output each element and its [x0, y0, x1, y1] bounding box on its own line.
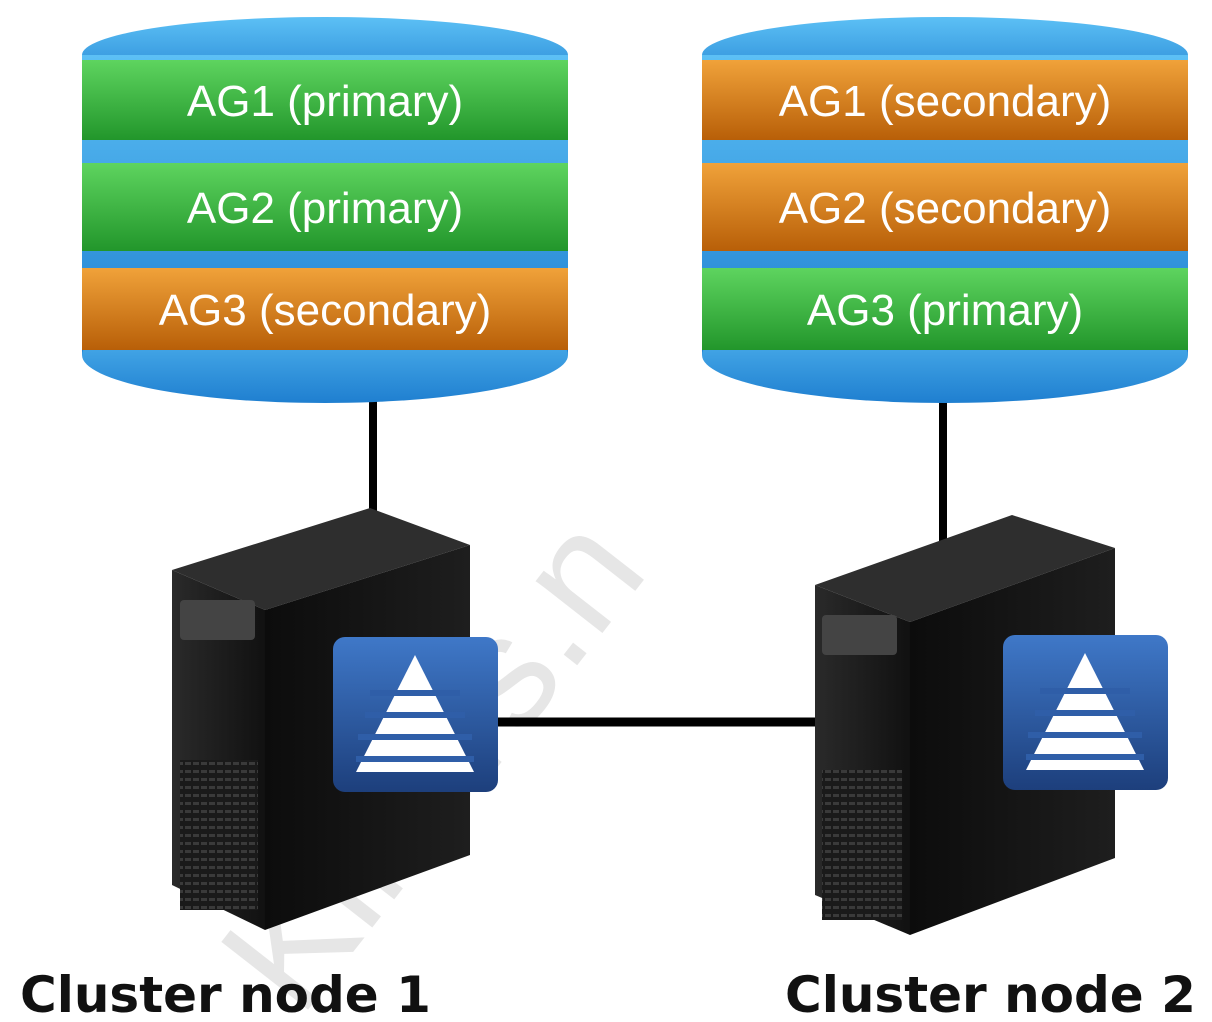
cluster-badge-icon [1003, 635, 1168, 790]
ag-band-1[interactable]: AG1 (secondary) [702, 60, 1188, 140]
cluster-badge-icon [333, 637, 498, 792]
node-2-server [815, 515, 1168, 935]
node-1-database: AG1 (primary) AG2 (primary) AG3 (seconda… [82, 17, 568, 403]
svg-text:AG1 (primary): AG1 (primary) [187, 77, 463, 126]
ag-band-1[interactable]: AG1 (primary) [82, 60, 568, 140]
svg-text:AG1 (secondary): AG1 (secondary) [779, 77, 1112, 126]
cluster-node-1-label: Cluster node 1 [20, 966, 431, 1022]
node-2-database: AG1 (secondary) AG2 (secondary) AG3 (pri… [702, 17, 1188, 403]
svg-text:AG3 (primary): AG3 (primary) [807, 286, 1083, 335]
node-1-server [172, 508, 498, 930]
ag-band-3[interactable]: AG3 (primary) [702, 268, 1188, 350]
svg-text:AG2 (primary): AG2 (primary) [187, 184, 463, 233]
svg-text:AG2 (secondary): AG2 (secondary) [779, 184, 1112, 233]
svg-text:AG3 (secondary): AG3 (secondary) [159, 286, 492, 335]
ag-band-2[interactable]: AG2 (primary) [82, 163, 568, 251]
ag-band-3[interactable]: AG3 (secondary) [82, 268, 568, 350]
cluster-node-2-label: Cluster node 2 [785, 966, 1196, 1022]
ag-band-2[interactable]: AG2 (secondary) [702, 163, 1188, 251]
